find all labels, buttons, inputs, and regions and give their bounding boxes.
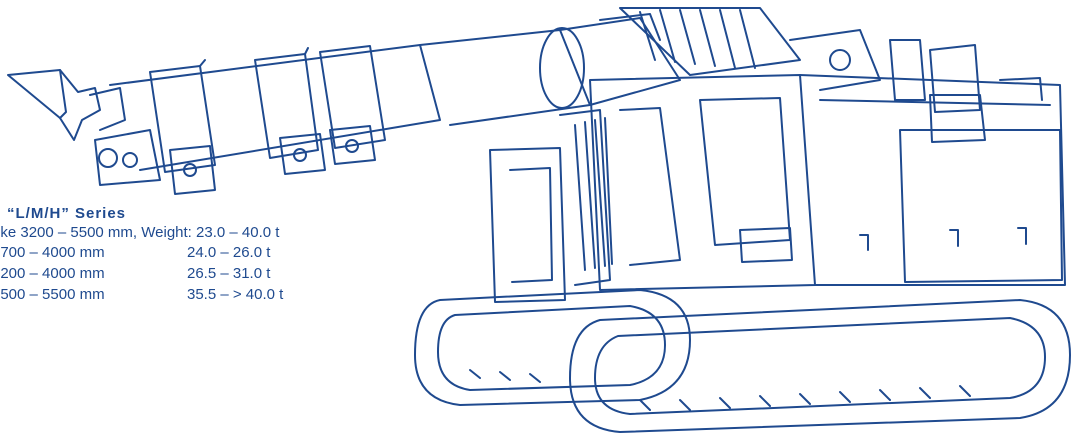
- spec-row: 4500 – 5500 mm 35.5 – > 40.0 t: [0, 284, 283, 305]
- engine-housing: [489, 74, 1066, 303]
- spec-weight: 35.5 – > 40.0 t: [187, 286, 284, 303]
- crawler-track-rear: [414, 289, 691, 406]
- spec-summary: oke 3200 – 5500 mm, Weight: 23.0 – 40.0 …: [0, 224, 280, 241]
- spec-panel: “L/M/H” Series oke 3200 – 5500 mm, Weigh…: [0, 205, 283, 305]
- spec-stroke: 3200 – 4000 mm: [0, 265, 105, 282]
- top-mechanism: [619, 7, 1043, 113]
- series-title: “L/M/H” Series: [7, 205, 127, 222]
- spec-row: 3200 – 4000 mm 26.5 – 31.0 t: [0, 263, 283, 284]
- boom-arm: [109, 44, 441, 195]
- spec-weight: 26.5 – 31.0 t: [187, 265, 271, 282]
- spec-stroke: 4500 – 5500 mm: [0, 286, 105, 303]
- spec-row: 2700 – 4000 mm 24.0 – 26.0 t: [0, 242, 283, 263]
- bucket-tool: [7, 69, 161, 186]
- spec-stroke: 2700 – 4000 mm: [0, 244, 105, 261]
- main-cylinder: [419, 13, 681, 126]
- operator-cab: [559, 74, 816, 291]
- crawler-track-front: [569, 299, 1071, 433]
- spec-weight: 24.0 – 26.0 t: [187, 244, 271, 261]
